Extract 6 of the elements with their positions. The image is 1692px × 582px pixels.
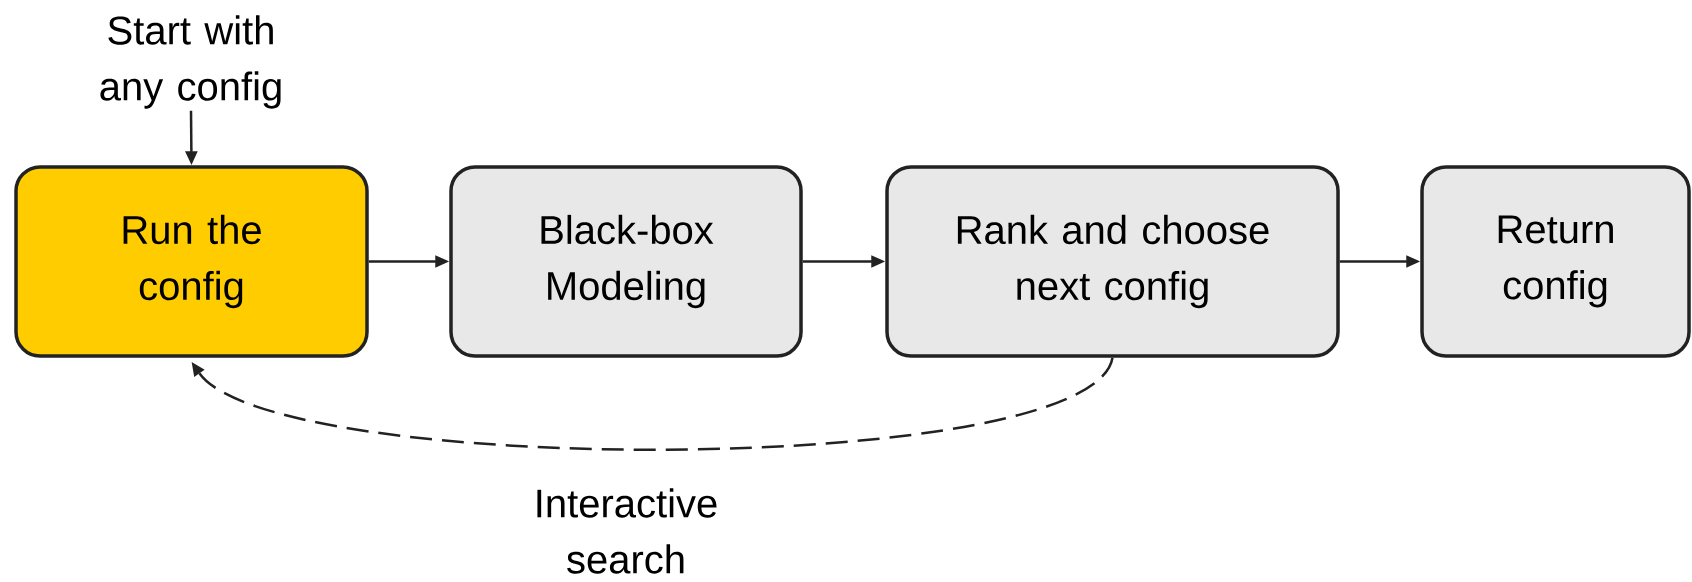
process-box: Black-box Modeling xyxy=(449,165,803,358)
process-box: Return config xyxy=(1420,165,1691,358)
edge-label: Interactive search xyxy=(537,488,717,574)
process-box: Run the config xyxy=(14,165,369,358)
start-label: Start with any config xyxy=(100,15,281,109)
process-box: Rank and choose next config xyxy=(885,165,1340,358)
